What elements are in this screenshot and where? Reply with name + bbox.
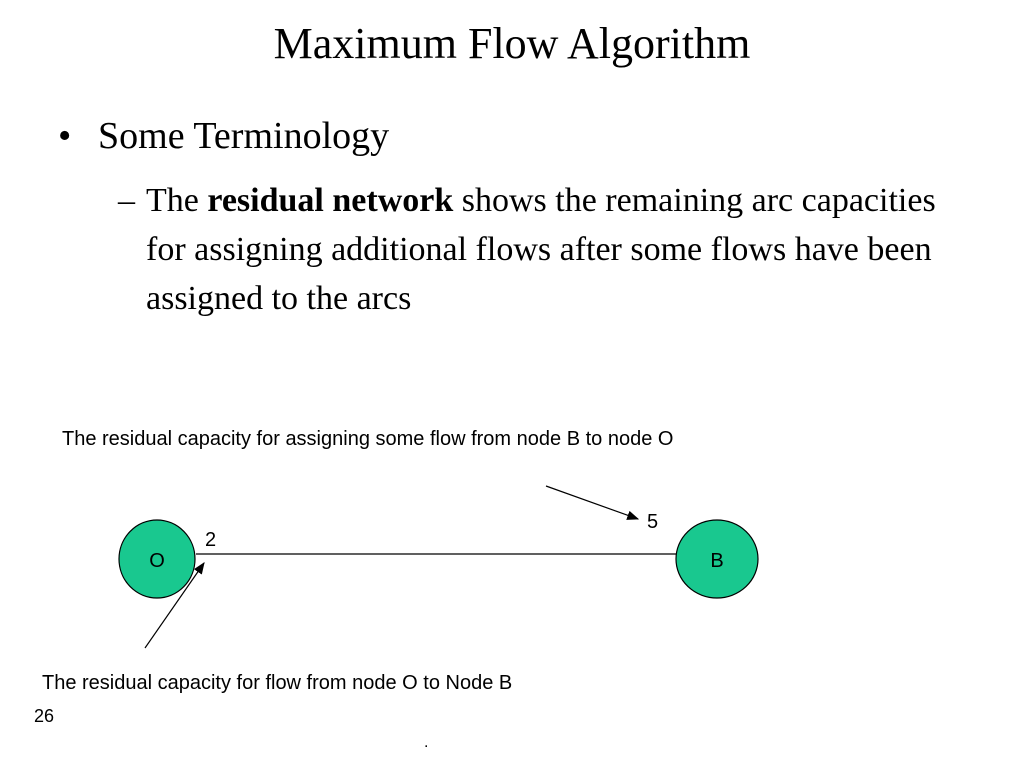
- pointer-arrow-bottom: [144, 562, 205, 649]
- term-residual-network: residual network: [207, 182, 454, 219]
- node-o: [118, 519, 196, 599]
- sub-prefix: The: [146, 182, 199, 219]
- caption-o-to-b: The residual capacity for flow from node…: [42, 672, 513, 694]
- bullet-item: • Some Terminology: [58, 114, 389, 158]
- capacity-b-to-o: 5: [647, 511, 658, 533]
- bullet-text: Some Terminology: [98, 115, 390, 157]
- slide-title: Maximum Flow Algorithm: [273, 19, 751, 68]
- caption-b-to-o: The residual capacity for assigning some…: [62, 428, 674, 450]
- sub-rest: shows the remaining arc capacities for a…: [146, 182, 936, 317]
- pointer-arrow-top: [545, 485, 640, 520]
- sub-bullet-text: The residual network shows the remaining…: [146, 176, 978, 323]
- dash-icon: –: [118, 182, 135, 219]
- sub-bullet: – The residual network shows the remaini…: [118, 176, 978, 323]
- node-b-label: B: [710, 550, 723, 572]
- capacity-o-to-b: 2: [205, 529, 216, 551]
- page-number: 26: [34, 706, 55, 726]
- bullet-icon: •: [58, 115, 72, 157]
- node-o-label: O: [149, 550, 165, 572]
- node-b: [675, 519, 759, 599]
- footer-dot: .: [424, 734, 429, 751]
